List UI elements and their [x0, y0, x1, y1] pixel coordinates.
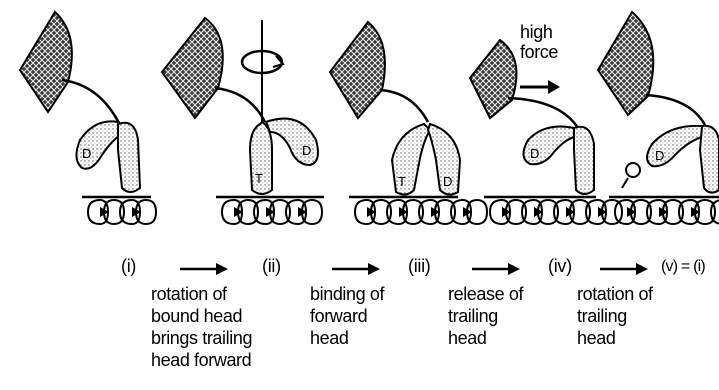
released-phosphate-icon — [626, 163, 640, 177]
head-letter: T — [255, 171, 263, 186]
stage-3-motor: T D — [330, 22, 460, 195]
free-head — [266, 119, 318, 165]
cargo-shape — [330, 22, 385, 118]
stage-1-motor: D — [20, 12, 140, 192]
step-arrow-icon — [178, 262, 230, 276]
cargo-shape — [162, 18, 223, 118]
step-description-4: rotation of trailing head — [577, 283, 653, 349]
tether-line — [62, 80, 120, 125]
step-description-1: rotation of bound head brings trailing h… — [151, 283, 252, 371]
stage-label-2: (ii) — [262, 256, 281, 277]
stage-label-1: (i) — [121, 256, 136, 277]
stage-label-3: (iii) — [408, 256, 431, 277]
step-arrow-icon — [470, 262, 522, 276]
head-letter: T — [398, 174, 406, 189]
head-letter: D — [655, 148, 664, 163]
tether-line — [508, 98, 578, 128]
cargo-shape — [20, 12, 72, 112]
bound-head — [118, 123, 140, 192]
tether-line — [380, 90, 428, 122]
step-description-2: binding of forward head — [310, 283, 384, 349]
tether-line — [215, 88, 265, 122]
stage-label-4: (iv) — [548, 256, 572, 277]
bound-head — [574, 127, 594, 194]
force-label: high force — [520, 22, 558, 62]
step-description-3: release of trailing head — [448, 283, 523, 349]
cargo-shape — [470, 40, 516, 118]
head-letter: D — [443, 174, 452, 189]
head-letter: D — [82, 146, 91, 161]
step-arrow-icon — [598, 262, 650, 276]
stage-4-motor: D — [470, 40, 594, 194]
head-letter: D — [302, 143, 311, 158]
stage-5-motor: D — [598, 12, 719, 193]
microtubule-track — [82, 197, 719, 224]
tether-line — [646, 95, 705, 125]
step-arrow-icon — [330, 262, 382, 276]
cargo-shape — [598, 12, 653, 115]
bound-head — [700, 126, 719, 193]
head-letter: D — [530, 146, 539, 161]
stage-2-motor: T D — [162, 18, 318, 194]
stage-label-5: (v) = (i) — [661, 256, 705, 277]
